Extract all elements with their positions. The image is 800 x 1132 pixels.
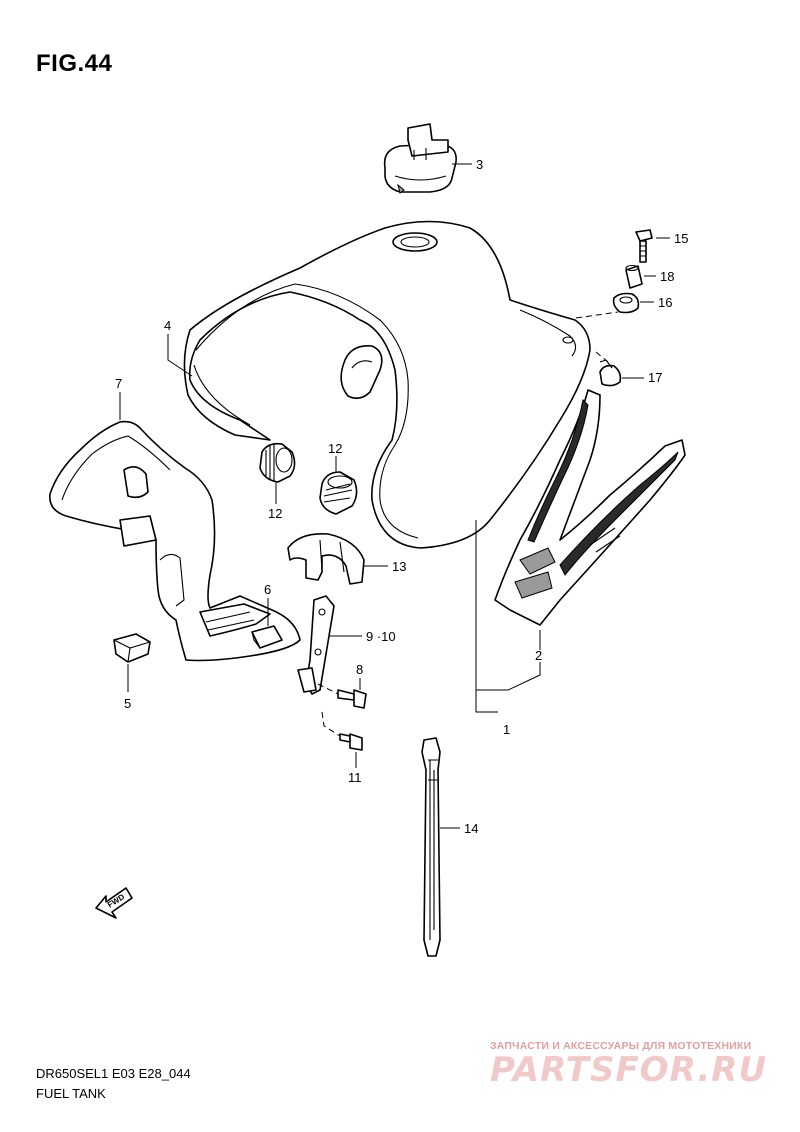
callout-7: 7 (115, 376, 122, 391)
bolt-15-part[interactable] (635, 229, 653, 263)
figure-title: FIG.44 (36, 50, 113, 77)
leader-1 (475, 520, 498, 713)
grommet-16-part[interactable] (612, 292, 640, 314)
tank-decal-part[interactable] (494, 389, 686, 626)
callout-2: 2 (535, 648, 542, 663)
leader-4 (167, 334, 193, 377)
pad-5-part[interactable] (113, 633, 151, 663)
model-code: DR650SEL1 E03 E28_044 (36, 1066, 191, 1081)
dash-16-to-tank (575, 311, 619, 319)
figure-name: FUEL TANK (36, 1086, 106, 1101)
dash-8 (317, 683, 339, 695)
collar-17-part[interactable] (625, 264, 643, 289)
bracket-9-10-part[interactable] (297, 595, 335, 695)
cushion-18-part[interactable] (599, 359, 622, 387)
cushion-13-part[interactable] (287, 532, 365, 585)
callout-15: 15 (674, 231, 688, 246)
leader-2b (476, 662, 541, 691)
fuel-tank-part[interactable] (183, 220, 591, 549)
strap-14-part[interactable] (421, 737, 441, 957)
callout-17: 18 (660, 269, 674, 284)
callout-13: 13 (392, 559, 406, 574)
callout-3: 3 (476, 157, 483, 172)
dash-18-to-tank (595, 351, 609, 363)
callout-6: 6 (264, 582, 271, 597)
callout-18: 17 (648, 370, 662, 385)
cushion-12a-part[interactable] (259, 442, 296, 483)
callout-1: 1 (503, 722, 510, 737)
side-cover-7-part[interactable] (49, 420, 301, 662)
callout-8: 8 (356, 662, 363, 677)
dash-11 (321, 711, 341, 737)
callout-9-10: 9 ·10 (366, 629, 396, 644)
callout-16: 16 (658, 295, 672, 310)
cushion-12b-part[interactable] (319, 471, 358, 515)
bolt-11-part[interactable] (339, 733, 363, 751)
callout-5: 5 (124, 696, 131, 711)
fwd-arrow-icon: FWD (95, 887, 133, 919)
watermark-logo: PARTSFOR.RU (490, 1050, 768, 1090)
callout-11: 11 (348, 770, 362, 785)
callout-12-upper: 12 (328, 441, 342, 456)
watermark-tagline: ЗАПЧАСТИ И АКСЕССУАРЫ ДЛЯ МОТОТЕХНИКИ (490, 1040, 752, 1052)
callout-12-lower: 12 (268, 506, 282, 521)
callout-14: 14 (464, 821, 478, 836)
fuel-cap-part[interactable] (383, 123, 457, 194)
callout-4: 4 (164, 318, 171, 333)
pad-6-part[interactable] (251, 625, 283, 649)
bolt-8-part[interactable] (337, 689, 367, 709)
